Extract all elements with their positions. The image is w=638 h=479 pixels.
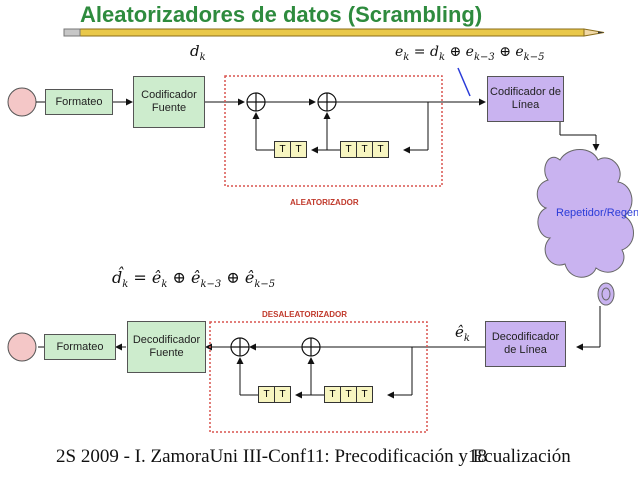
- repeater-cloud: [536, 149, 634, 306]
- decodificador-linea-box: Decodificador de Línea: [485, 321, 566, 367]
- footer-author: 2S 2009 - I. Zamora: [56, 446, 210, 467]
- shift-register-top-left: T T: [274, 141, 307, 158]
- register-cell: T: [356, 141, 373, 158]
- register-cell: T: [274, 386, 291, 403]
- register-cell: T: [340, 141, 357, 158]
- codificador-fuente-box: Codificador Fuente: [133, 76, 205, 128]
- footer-course: Uni III-Conf11: Precodificación y Ecuali…: [209, 446, 571, 467]
- scrambler-equation: ek = dk ⊕ ek−3 ⊕ ek−5: [395, 44, 545, 63]
- repetidor-label: Repetidor/Regenerador: [556, 207, 638, 219]
- register-cell: T: [258, 386, 275, 403]
- formateo-box-bottom: Formateo: [44, 334, 116, 360]
- footer: 2S 2009 - I. ZamoraUni III-Conf11: Preco…: [56, 446, 571, 468]
- desaleatorizador-label: DESALEATORIZADOR: [262, 310, 348, 319]
- source-circle-top: [7, 87, 37, 117]
- register-cell: T: [372, 141, 389, 158]
- input-symbol-top: dk: [190, 42, 206, 63]
- register-cell: T: [324, 386, 341, 403]
- pencil-icon: [63, 28, 605, 37]
- descrambler-equation: d̂k = êk ⊕ êk−3 ⊕ êk−5: [112, 268, 276, 291]
- register-cell: T: [340, 386, 357, 403]
- page-number: 18: [468, 446, 487, 467]
- codificador-linea-box: Codificador de Línea: [487, 76, 564, 122]
- shift-register-bottom-left: T T: [258, 386, 291, 403]
- shift-register-top-right: T T T: [340, 141, 389, 158]
- received-symbol: êk: [455, 323, 470, 344]
- sink-circle-bottom: [7, 332, 37, 362]
- aleatorizador-label: ALEATORIZADOR: [290, 198, 359, 207]
- desaleatorizador-region: [209, 321, 428, 433]
- register-cell: T: [290, 141, 307, 158]
- shift-register-bottom-right: T T T: [324, 386, 373, 403]
- register-cell: T: [274, 141, 291, 158]
- decodificador-fuente-box: Decodificador Fuente: [127, 321, 206, 373]
- formateo-box-top: Formateo: [45, 89, 113, 115]
- slide-title: Aleatorizadores de datos (Scrambling): [80, 2, 483, 27]
- aleatorizador-region: [224, 75, 443, 187]
- register-cell: T: [356, 386, 373, 403]
